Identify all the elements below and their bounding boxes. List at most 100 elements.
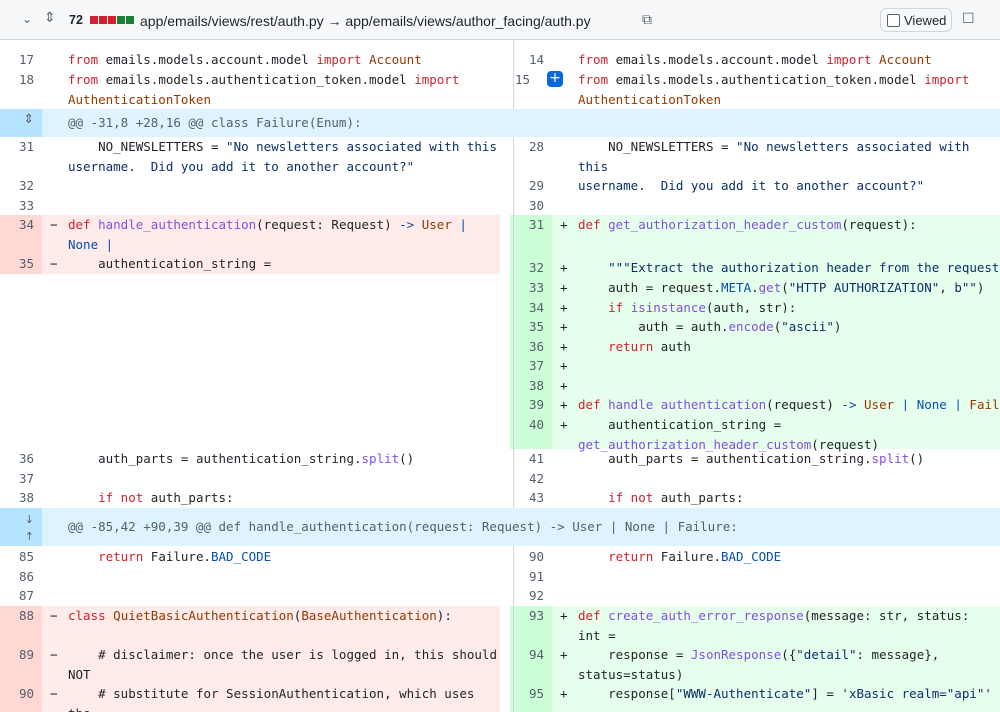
empty-filler bbox=[0, 274, 500, 449]
expand-up-down-icon[interactable]: ↓↑ bbox=[0, 508, 42, 546]
collapse-chevron-icon[interactable]: ⌄ bbox=[22, 12, 33, 26]
line-number[interactable]: 40 bbox=[510, 411, 552, 449]
line-number[interactable]: 32 bbox=[18, 178, 34, 193]
line-number[interactable]: 38 bbox=[18, 490, 34, 505]
file-path[interactable]: app/emails/views/rest/auth.py → app/emai… bbox=[140, 13, 591, 29]
line-number[interactable]: 31 bbox=[18, 139, 34, 154]
viewed-toggle[interactable]: Viewed bbox=[880, 8, 952, 32]
line-number[interactable]: 36 bbox=[18, 451, 34, 466]
minus-sign: − bbox=[50, 608, 58, 623]
diff-line: 91 bbox=[510, 567, 1000, 587]
line-number[interactable]: 35 bbox=[0, 254, 42, 274]
line-number[interactable]: 91 bbox=[528, 569, 544, 584]
line-number[interactable]: 43 bbox=[528, 490, 544, 505]
line-number[interactable]: 32 bbox=[510, 254, 552, 275]
line-number[interactable]: 95 bbox=[510, 684, 552, 712]
line-number[interactable]: 14 bbox=[528, 52, 544, 67]
diff-line: 28 NO_NEWSLETTERS = "No newsletters asso… bbox=[510, 137, 1000, 193]
comment-icon[interactable]: ☐ bbox=[962, 11, 975, 27]
diff-line: 17 bbox=[0, 50, 500, 90]
code-text: NO_NEWSLETTERS = "No newsletters associa… bbox=[578, 139, 970, 193]
code-text: authentication_string = get_authorizatio… bbox=[578, 417, 880, 452]
plus-sign: + bbox=[560, 217, 568, 232]
code-text: auth_parts = authentication_string.split… bbox=[68, 451, 415, 466]
line-number[interactable]: 28 bbox=[528, 139, 544, 154]
diff-line: 33 bbox=[0, 196, 500, 216]
diff-line: 14 from emails.models.account.model impo… bbox=[510, 50, 1000, 70]
hunk-text: @@ -85,42 +90,39 @@ def handle_authentic… bbox=[68, 519, 738, 534]
code-text: auth_parts = authentication_string.split… bbox=[578, 451, 925, 466]
viewed-checkbox[interactable] bbox=[887, 13, 900, 27]
line-number[interactable]: 38 bbox=[510, 372, 552, 393]
code-text: from emails.models.authentication_token.… bbox=[68, 72, 460, 107]
plus-sign: + bbox=[560, 260, 568, 275]
diff-line: 42 bbox=[510, 469, 1000, 489]
diff-line: 38 if not auth_parts: bbox=[0, 488, 500, 508]
code-text: if not auth_parts: bbox=[608, 490, 744, 505]
line-number[interactable]: 33 bbox=[510, 274, 552, 295]
hunk-header: ↓↑ @@ -85,42 +90,39 @@ def handle_authen… bbox=[0, 508, 1000, 546]
diff-line: 90 return Failure.BAD_CODE bbox=[510, 547, 1000, 567]
line-number[interactable]: 89 bbox=[0, 645, 42, 684]
line-number[interactable]: 88 bbox=[0, 606, 42, 645]
added-line: 93 + def create_auth_error_response(mess… bbox=[510, 606, 1000, 662]
line-number[interactable]: 86 bbox=[18, 569, 34, 584]
code-text: from emails.models.account.model import … bbox=[68, 52, 422, 67]
line-number[interactable]: 34 bbox=[510, 294, 552, 315]
added-line: 31 + def get_authorization_header_custom… bbox=[510, 215, 1000, 254]
line-number[interactable]: 33 bbox=[18, 198, 34, 213]
code-text: """Extract the authorization header from… bbox=[608, 260, 998, 275]
code-text: class QuietBasicAuthentication(BaseAuthe… bbox=[68, 608, 452, 623]
line-number[interactable]: 93 bbox=[510, 606, 552, 645]
added-line: 36 + return auth bbox=[510, 333, 1000, 354]
line-number[interactable]: 17 bbox=[18, 52, 34, 67]
plus-sign: + bbox=[560, 339, 568, 354]
line-number[interactable]: 87 bbox=[18, 588, 34, 603]
diff-line: 37 bbox=[0, 469, 500, 489]
line-number[interactable]: 85 bbox=[18, 549, 34, 564]
diff-line: 18 from emails.models.authentication_tok… bbox=[0, 70, 500, 109]
add-comment-icon[interactable]: + bbox=[547, 71, 563, 87]
plus-sign: + bbox=[560, 417, 568, 432]
minus-sign: − bbox=[50, 256, 58, 271]
code-text: if isinstance(auth, str): bbox=[608, 300, 797, 315]
line-number[interactable]: 18 bbox=[18, 72, 34, 87]
expand-icon[interactable]: ⇕ bbox=[0, 109, 42, 137]
line-number[interactable]: 31 bbox=[510, 215, 552, 254]
line-number[interactable]: 29 bbox=[528, 178, 544, 193]
added-line: 95 + response["WWW-Authenticate"] = 'xBa… bbox=[510, 684, 1000, 712]
diff-line: 15 + from emails.models.authentication_t… bbox=[510, 70, 1000, 109]
line-number[interactable]: 30 bbox=[528, 198, 544, 213]
hunk-text: @@ -31,8 +28,16 @@ class Failure(Enum): bbox=[68, 115, 362, 130]
code-text: auth = auth.encode("ascii") bbox=[578, 319, 842, 334]
code-text: return Failure.BAD_CODE bbox=[608, 549, 782, 564]
code-text: response["WWW-Authenticate"] = 'xBasic r… bbox=[578, 686, 992, 701]
line-number[interactable]: 36 bbox=[510, 333, 552, 354]
plus-sign: + bbox=[560, 378, 568, 393]
line-number[interactable]: 37 bbox=[510, 352, 552, 373]
line-number[interactable]: 90 bbox=[528, 549, 544, 564]
minus-sign: − bbox=[50, 647, 58, 662]
line-number[interactable]: 39 bbox=[510, 391, 552, 412]
line-number[interactable]: 94 bbox=[510, 645, 552, 684]
diff-line: 29 bbox=[510, 176, 1000, 196]
pane-divider bbox=[513, 40, 514, 712]
line-number[interactable]: 42 bbox=[528, 471, 544, 486]
diff-line: 41 auth_parts = authentication_string.sp… bbox=[510, 449, 1000, 469]
line-number[interactable]: 90 bbox=[0, 684, 42, 712]
plus-sign: + bbox=[560, 319, 568, 334]
line-number[interactable]: 34 bbox=[0, 215, 42, 254]
added-line: 33 + auth = request.META.get("HTTP_AUTHO… bbox=[510, 274, 1000, 295]
line-number[interactable]: 37 bbox=[18, 471, 34, 486]
copy-path-icon[interactable]: ⧉ bbox=[642, 12, 652, 28]
code-text: auth = request.META.get("HTTP_AUTHORIZAT… bbox=[578, 280, 985, 295]
line-number[interactable]: 92 bbox=[528, 588, 544, 603]
line-number[interactable]: 15 bbox=[514, 72, 530, 87]
line-number[interactable]: 35 bbox=[510, 313, 552, 334]
minus-sign: − bbox=[50, 686, 58, 701]
expand-all-icon[interactable]: ⇕ bbox=[44, 10, 56, 26]
added-line: 40 + authentication_string = get_authori… bbox=[510, 411, 1000, 452]
diff-line: 36 auth_parts = authentication_string.sp… bbox=[0, 449, 500, 469]
line-number[interactable]: 41 bbox=[528, 451, 544, 466]
code-text: if not auth_parts: bbox=[98, 490, 234, 505]
